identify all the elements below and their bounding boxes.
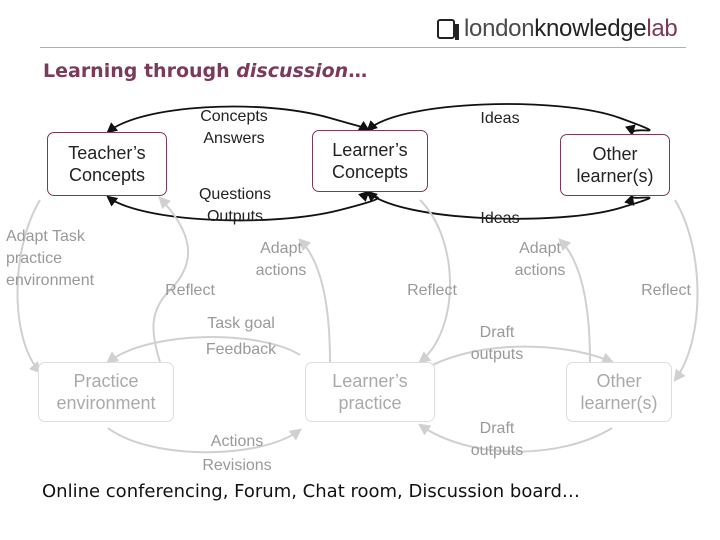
- logo-text-part: knowledge: [534, 15, 647, 42]
- practice-environment-node: Practice environment: [38, 362, 174, 422]
- adapt-actions-label-1: Adapt actions: [255, 240, 307, 279]
- title-prefix: Learning through: [43, 60, 237, 82]
- ideas-bottom-label: Ideas: [480, 210, 520, 227]
- logo-text: londonknowledgelab: [464, 15, 678, 43]
- task-goal-label: Task goal Feedback: [205, 315, 277, 358]
- other-learner-top-node: Other learner(s): [560, 134, 670, 196]
- adapt-actions-label-2: Adapt actions: [514, 240, 566, 279]
- header-rule: [40, 47, 686, 48]
- arrow-other-to-learner-bottom: [366, 190, 651, 220]
- logo: londonknowledgelab: [437, 14, 678, 44]
- adapt-task-label: Adapt Task practice environment: [6, 228, 95, 289]
- other-learner-bottom-node: Other learner(s): [566, 362, 672, 422]
- logo-mark-icon: [437, 19, 459, 40]
- arrow-faded-actions: [107, 427, 302, 454]
- arrow-faded-reflect-3: [673, 199, 699, 382]
- arrow-faded-reflect-1: [152, 196, 189, 363]
- reflect-label-1: Reflect: [165, 282, 215, 299]
- title-suffix: …: [348, 60, 368, 82]
- learner-concepts-node: Learner’s Concepts: [312, 130, 428, 192]
- reflect-label-3: Reflect: [641, 282, 691, 299]
- learner-practice-node: Learner’s practice: [305, 362, 435, 422]
- title-emphasis: discussion: [236, 60, 349, 82]
- draft-outputs-label-2: Draft outputs: [470, 420, 524, 459]
- questions-outputs-label: Questions Outputs: [198, 186, 272, 225]
- arrow-faded-left-vertical: [16, 199, 42, 374]
- ideas-top-label: Ideas: [480, 110, 520, 127]
- reflect-label-2: Reflect: [407, 282, 457, 299]
- logo-text-part: lab: [646, 15, 678, 42]
- arrow-faded-draft-2: [418, 423, 613, 453]
- logo-text-part: london: [464, 15, 535, 42]
- teacher-concepts-node: Teacher’s Concepts: [47, 132, 167, 196]
- arrow-faded-adapt-2: [558, 238, 591, 363]
- footer-text: Online conferencing, Forum, Chat room, D…: [42, 481, 580, 502]
- page-title: Learning through discussion…: [43, 60, 367, 82]
- arrow-learner-to-other-top: [366, 103, 651, 137]
- arrow-faded-draft-1: [419, 345, 615, 373]
- arrow-faded-task-goal: [106, 336, 301, 364]
- arrow-faded-adapt-1: [298, 238, 331, 363]
- arrow-faded-reflect-2: [418, 199, 451, 364]
- actions-revisions-label: Actions Revisions: [202, 433, 272, 474]
- concepts-answers-label: Concepts Answers: [200, 108, 268, 147]
- draft-outputs-label-1: Draft outputs: [470, 324, 524, 363]
